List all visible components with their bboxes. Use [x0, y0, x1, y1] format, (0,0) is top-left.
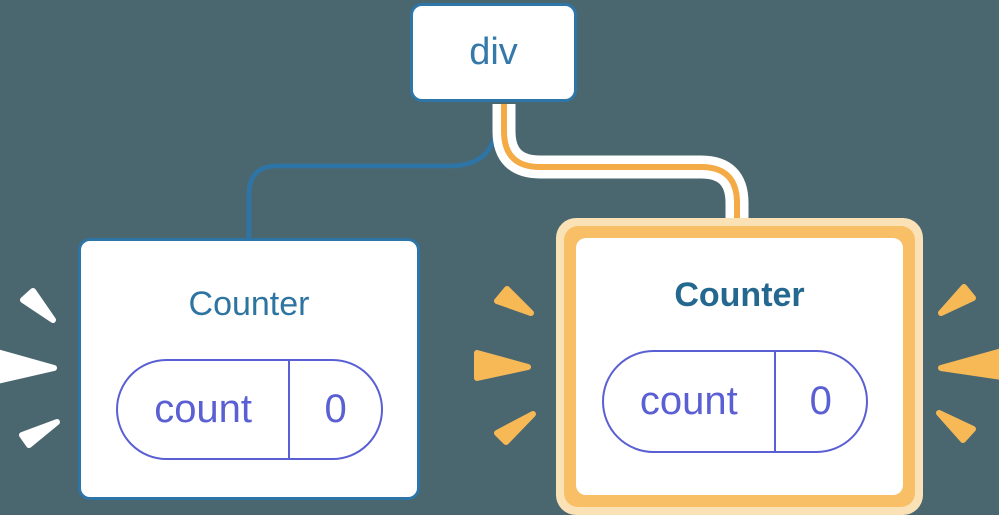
- highlight-ring: Counter count 0: [564, 226, 915, 507]
- counter-title: Counter: [674, 276, 805, 314]
- state-value: 0: [809, 379, 832, 423]
- state-pill: count 0: [116, 359, 383, 460]
- highlight-glow: Counter count 0: [556, 218, 923, 515]
- sparkle-burst-white-icon: [0, 288, 60, 448]
- counter-card-right: Counter count 0: [576, 238, 903, 495]
- counter-title: Counter: [188, 285, 310, 323]
- sparkle-burst-orange-icon: [474, 286, 536, 445]
- sparkle-burst-orange-icon: [936, 284, 999, 443]
- root-node-label: div: [469, 31, 518, 73]
- state-value: 0: [324, 387, 347, 431]
- state-key: count: [118, 361, 291, 458]
- state-pill: count 0: [602, 350, 868, 453]
- state-key: count: [604, 352, 776, 451]
- root-node: div: [410, 3, 577, 102]
- connector-left: [246, 104, 500, 240]
- counter-card-left: Counter count 0: [78, 238, 420, 500]
